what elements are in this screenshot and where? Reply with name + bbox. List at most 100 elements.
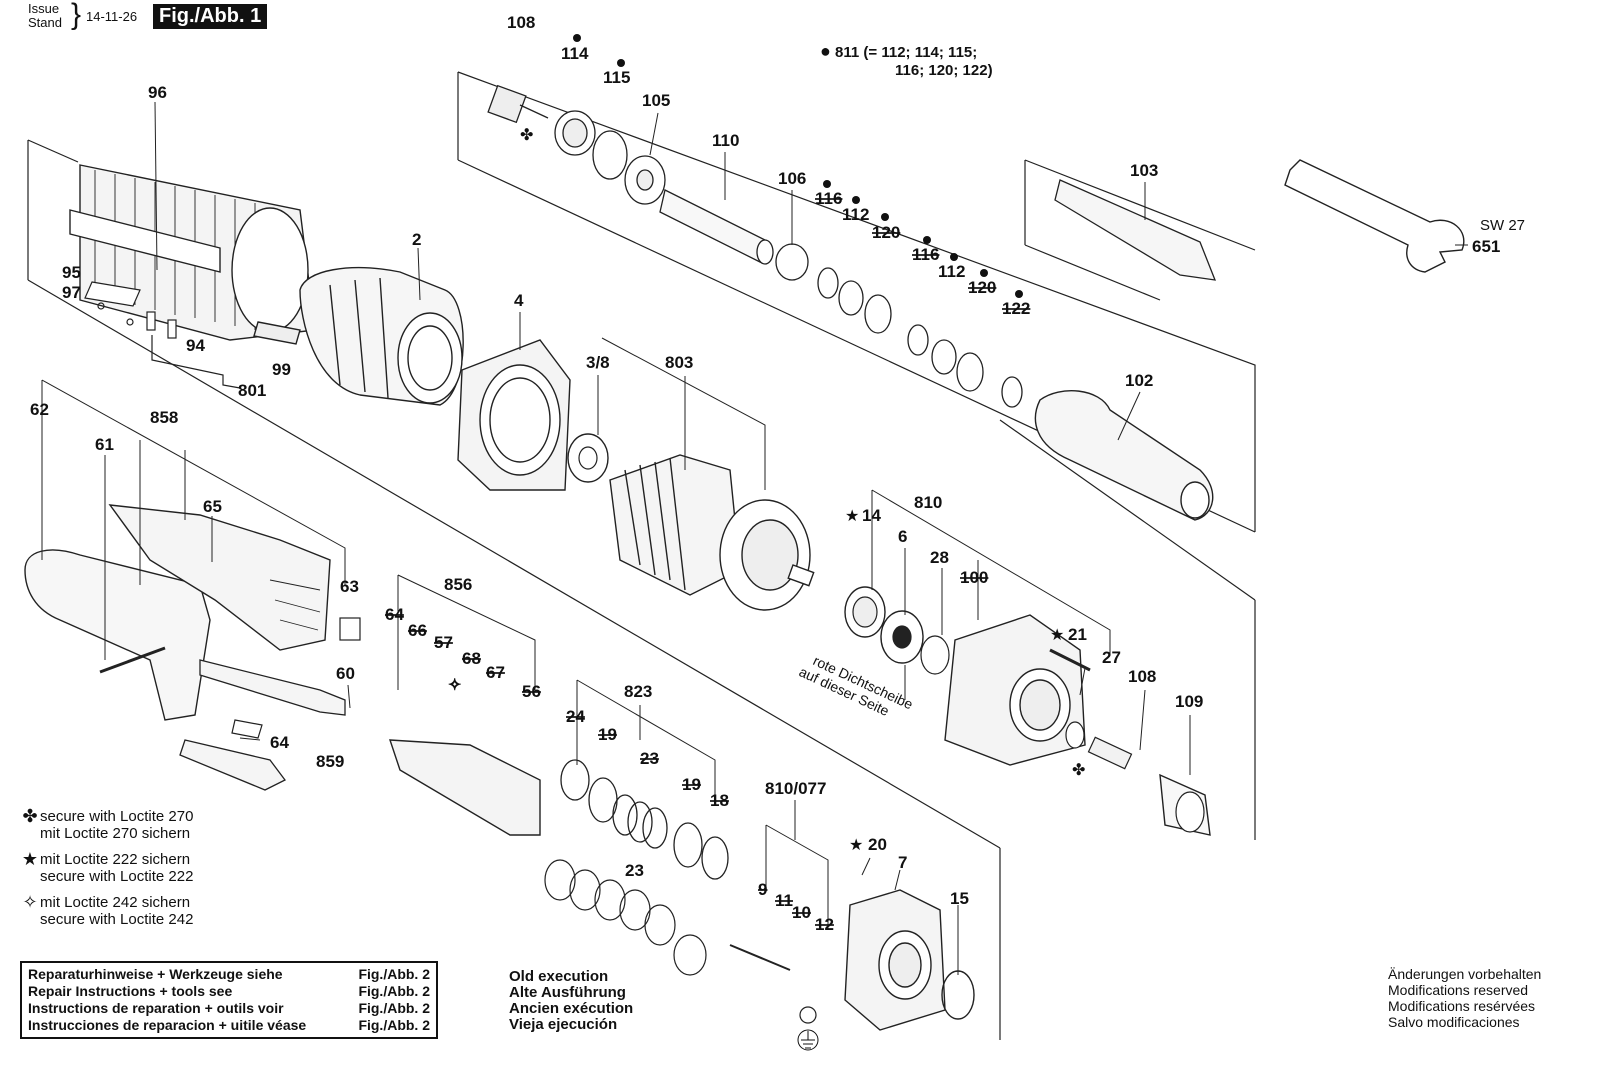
frame-arbor-group <box>1024 159 1256 251</box>
kit-dot-icon <box>923 236 931 244</box>
part-label-10: 10 <box>792 903 811 922</box>
spindle-group-drawing <box>487 84 1023 408</box>
legend-line: secure with Loctite 222 <box>40 868 194 885</box>
end-cover-drawing <box>844 889 946 1031</box>
part-label-56: 56 <box>522 682 541 701</box>
part-label-23: 23 <box>640 749 659 768</box>
wrench-size-label: SW 27 <box>1480 217 1526 234</box>
part-label-2: 2 <box>412 230 421 249</box>
reference-figure: Fig./Abb. 2 <box>358 983 430 999</box>
modifications-line: Modifications reserved <box>1388 982 1529 998</box>
figure-badge: Fig./Abb. 1 <box>153 4 268 29</box>
legend-line: secure with Loctite 270 <box>40 808 194 825</box>
part-label-3-8: 3/8 <box>586 353 610 372</box>
part-label-651: 651 <box>1472 237 1500 256</box>
switch-drawing <box>389 739 541 836</box>
part-label-810-077: 810/077 <box>765 779 826 798</box>
part-label-19: 19 <box>682 775 701 794</box>
part-label-120: 120 <box>968 278 996 297</box>
part-label-64: 64 <box>385 605 404 624</box>
part-label-11: 11 <box>775 891 793 910</box>
issue-date: 14-11-26 <box>86 9 138 24</box>
kit-dot-icon <box>881 213 889 221</box>
part-label-112: 112 <box>842 205 869 224</box>
part-label-114: 114 <box>561 44 589 63</box>
part-label-100: 100 <box>960 568 988 587</box>
part-label-57: 57 <box>434 633 453 652</box>
reference-figure: Fig./Abb. 2 <box>358 966 430 982</box>
reference-row: Repair Instructions + tools see Fig./Abb… <box>28 983 430 1000</box>
part-label-60: 60 <box>336 664 355 683</box>
frame-main-group <box>27 139 79 163</box>
kit-dot-icon <box>573 34 581 42</box>
kit-dot-icon <box>617 59 625 67</box>
legend-line: secure with Loctite 242 <box>40 911 194 928</box>
frame-right-block <box>999 419 1256 601</box>
part-label-856: 856 <box>444 575 472 594</box>
old-spring-drawing <box>544 859 707 976</box>
reference-row: Instructions de reparation + outils voir… <box>28 1000 430 1017</box>
frame-arbor-bottom <box>1024 244 1161 301</box>
part-label-62: 62 <box>30 400 49 419</box>
part-label-27: 27 <box>1102 648 1121 667</box>
part-label-105: 105 <box>642 91 670 110</box>
part-label-112: 112 <box>938 262 965 281</box>
legend-item: ✤ secure with Loctite 270 mit Loctite 27… <box>20 806 194 842</box>
legend-line: mit Loctite 222 sichern <box>40 851 191 868</box>
part-label-110: 110 <box>712 131 739 150</box>
part-label-106: 106 <box>778 169 806 188</box>
reference-figure: Fig./Abb. 2 <box>358 1000 430 1016</box>
kit-bullet-icon: ● <box>820 41 831 61</box>
part-label-20: 20 <box>868 835 887 854</box>
kit-dot-icon <box>823 180 831 188</box>
arbor-103-drawing <box>1054 179 1217 281</box>
part-label-9: 9 <box>758 880 767 899</box>
spring-group-drawing <box>560 759 729 880</box>
part-label-67: 67 <box>486 663 505 682</box>
reference-row: Instrucciones de reparacion + uitile véa… <box>28 1017 430 1034</box>
part-label-122: 122 <box>1002 299 1030 318</box>
stand-label: Stand <box>28 15 62 30</box>
part-label-810: 810 <box>914 493 942 512</box>
frame-main-diag <box>27 279 1001 849</box>
nose-housing-drawing <box>1034 390 1214 521</box>
kit-dot-icon <box>1015 290 1023 298</box>
part-label-803: 803 <box>665 353 693 372</box>
loctite-270-icon: ✤ <box>1072 762 1085 779</box>
reference-row: Reparaturhinweise + Werkzeuge siehe Fig.… <box>28 966 430 983</box>
part-label-28: 28 <box>930 548 949 567</box>
handle-drawing <box>24 504 331 721</box>
legend-item: ★ mit Loctite 222 sichern secure with Lo… <box>20 850 194 885</box>
part-label-96: 96 <box>148 83 167 102</box>
loctite-270-icon: ✤ <box>520 127 533 144</box>
reference-text: Instrucciones de reparacion + uitile véa… <box>28 1017 307 1033</box>
header-brace: } <box>71 0 82 31</box>
reference-figure: Fig./Abb. 2 <box>358 1017 430 1033</box>
loctite-222-icon: ★ <box>849 837 863 854</box>
kit-note-line2: 116; 120; 122) <box>895 62 993 79</box>
rating-plate-drawing <box>84 281 141 307</box>
issue-label: Issue <box>28 1 60 16</box>
kit-note: ● 811 (= 112; 114; 115; 116; 120; 122) <box>820 42 993 80</box>
markers: ✤ ✤ ★ ★ ★ ✧ <box>448 34 1085 854</box>
part-label-24: 24 <box>566 707 585 726</box>
loctite-242-icon: ✧ <box>448 677 461 694</box>
part-label-66: 66 <box>408 621 427 640</box>
part-label-12: 12 <box>815 915 834 934</box>
bearing-flange-drawing <box>944 614 1086 766</box>
part-label-115: 115 <box>603 68 630 87</box>
part-label-64: 64 <box>270 733 289 752</box>
armature-drawing <box>609 454 815 611</box>
loctite-270-icon: ✤ <box>22 806 38 826</box>
part-label-103: 103 <box>1130 161 1158 180</box>
part-label-801: 801 <box>238 381 266 400</box>
repair-reference-box: Reparaturhinweise + Werkzeuge siehe Fig.… <box>20 961 438 1039</box>
modifications-line: Änderungen vorbehalten <box>1388 966 1542 982</box>
part-label-858: 858 <box>150 408 178 427</box>
loctite-222-icon: ★ <box>845 508 859 525</box>
part-label-23: 23 <box>625 861 644 880</box>
motor-housing-drawing <box>69 164 316 345</box>
legend-line: mit Loctite 270 sichern <box>40 825 191 842</box>
